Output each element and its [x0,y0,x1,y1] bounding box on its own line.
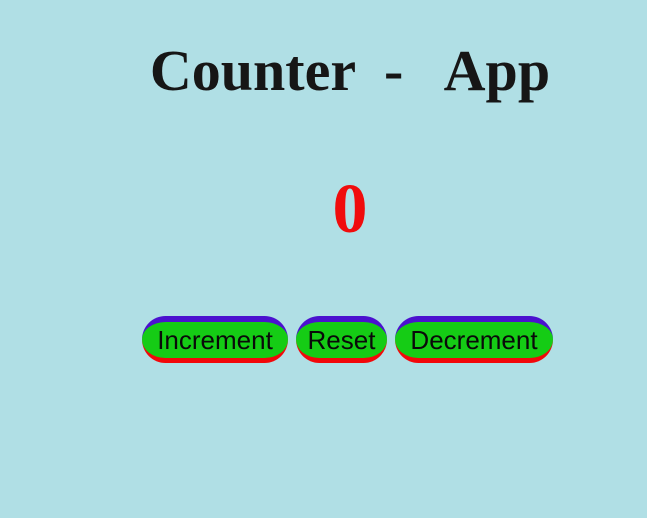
button-group: Increment Reset Decrement [142,316,553,363]
page-title: Counter - App [149,38,551,103]
reset-button[interactable]: Reset [296,316,387,363]
increment-button[interactable]: Increment [142,316,288,363]
counter-value: 0 [332,171,368,248]
decrement-button[interactable]: Decrement [395,316,553,363]
